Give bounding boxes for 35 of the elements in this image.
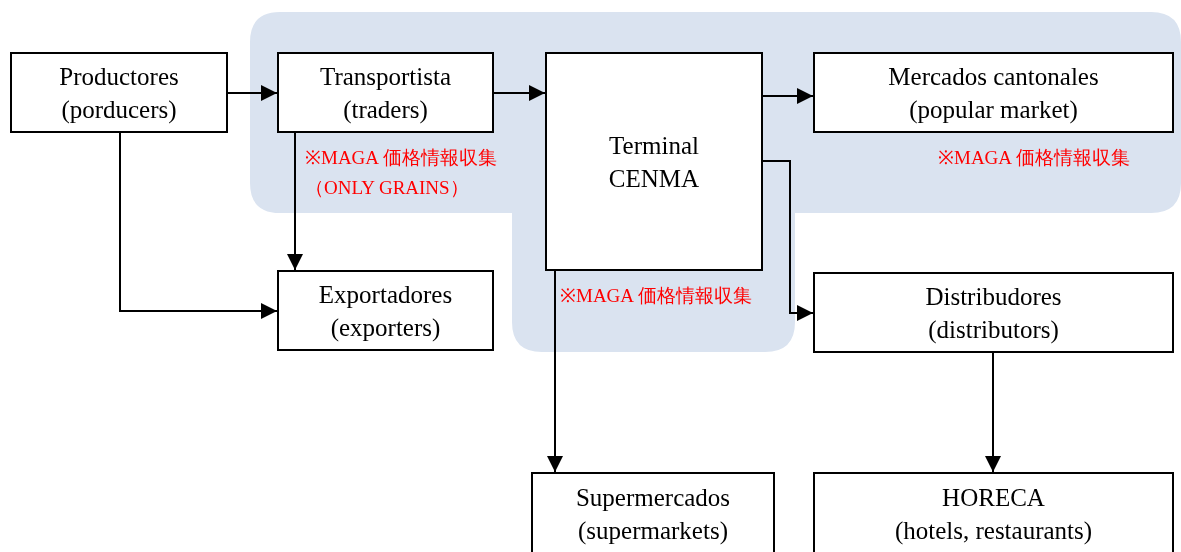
box-label: (exporters)	[330, 312, 441, 343]
box-label: (hotels, restaurants)	[894, 516, 1093, 547]
process-box	[277, 270, 494, 351]
box-label: Supermercados	[575, 483, 731, 513]
box-label: HORECA	[942, 483, 1045, 513]
note-text: ※MAGA 価格情報収集	[938, 146, 1131, 170]
box-label: Mercados cantonales	[888, 61, 1099, 92]
box-label: (popular market)	[909, 94, 1078, 126]
note-text: ※MAGA 価格情報収集	[560, 284, 753, 308]
box-label: CENMA	[608, 163, 700, 194]
arrow	[547, 270, 563, 473]
process-box	[277, 52, 494, 133]
arrow	[985, 352, 1001, 473]
process-box	[10, 52, 228, 133]
arrow	[119, 132, 278, 319]
box-label: Productores	[59, 61, 179, 92]
arrow	[762, 88, 814, 104]
box-label: Terminal	[609, 130, 699, 161]
arrow	[227, 85, 278, 101]
box-label: (supermarkets)	[578, 516, 728, 547]
box-label: (distributors)	[928, 314, 1059, 346]
box-label: Distribudores	[925, 281, 1062, 312]
note-text: ※MAGA 価格情報収集（ONLY GRAINS）	[305, 146, 498, 200]
process-box	[813, 272, 1174, 353]
box-label: Transportista	[320, 61, 451, 92]
process-box	[545, 52, 763, 271]
process-box	[813, 472, 1174, 552]
arrow	[762, 160, 814, 321]
arrow	[287, 132, 303, 271]
process-box	[813, 52, 1174, 133]
box-label: (traders)	[343, 94, 428, 126]
box-label: (porducers)	[61, 94, 177, 126]
process-box	[531, 472, 775, 552]
box-label: Exportadores	[318, 279, 453, 310]
arrow	[493, 85, 546, 101]
